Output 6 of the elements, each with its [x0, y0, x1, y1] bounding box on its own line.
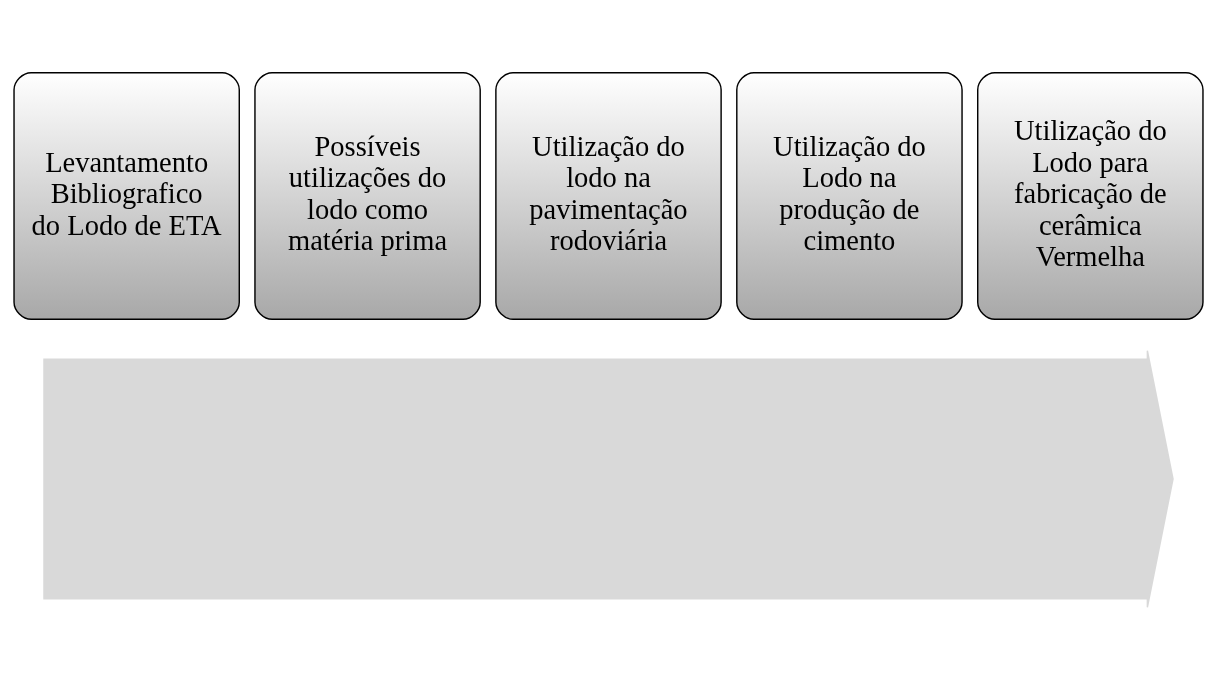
- node-box: Levantamento Bibliografico do Lodo de ETA: [13, 72, 240, 321]
- node-box: Utilização do Lodo para fabricação de cerâmica Vermelha: [977, 72, 1204, 321]
- node-arrow: [43, 349, 1174, 608]
- node-box: Possíveis utilizações do lodo como matéria prima: [254, 72, 481, 321]
- node-box: Utilização do Lodo na produção de cimento: [736, 72, 963, 321]
- node-box: Utilização do lodo na pavimentação rodoviária: [495, 72, 722, 321]
